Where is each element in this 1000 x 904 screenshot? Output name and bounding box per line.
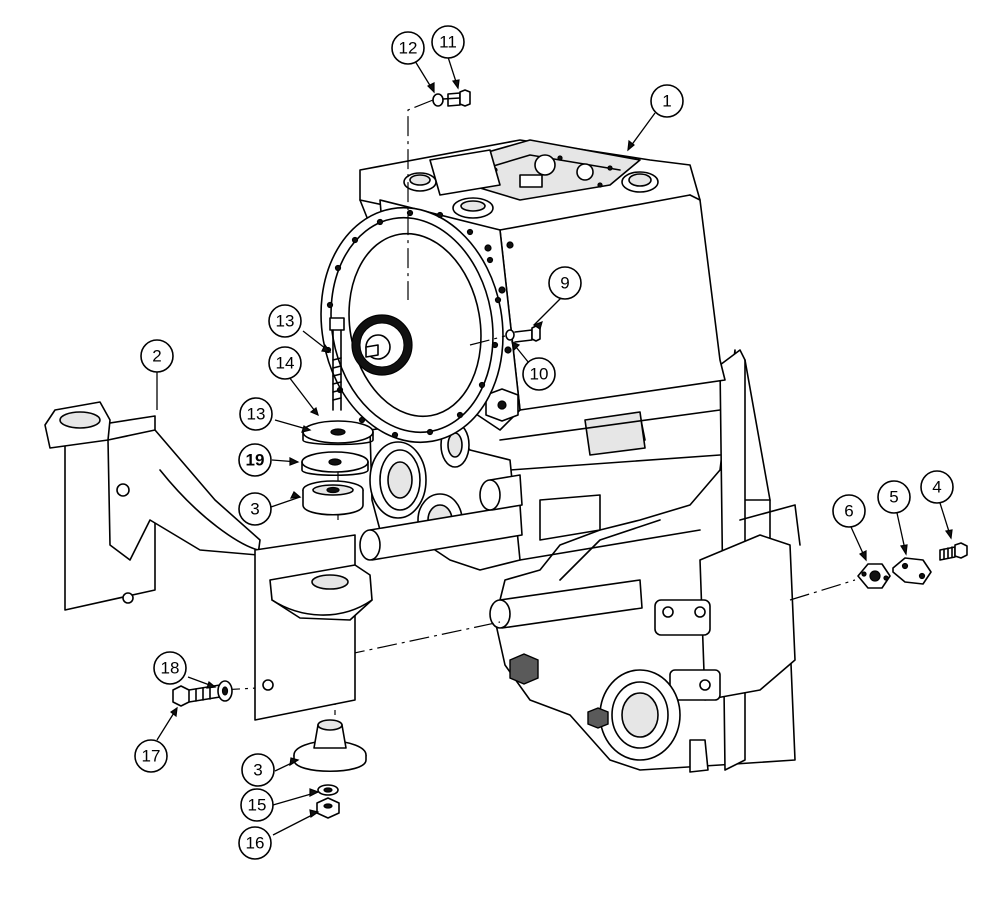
bolt-and-washer-11-12 <box>432 89 471 107</box>
callout-19: 19 <box>238 443 272 477</box>
svg-text:5: 5 <box>889 488 898 507</box>
front-lower-casting <box>359 419 661 629</box>
bolt-and-washer-17-18 <box>172 680 233 707</box>
callout-13-upper: 13 <box>268 304 302 338</box>
svg-text:10: 10 <box>530 365 549 384</box>
svg-text:12: 12 <box>399 39 418 58</box>
callouts: 1 2 3 3 4 5 6 9 <box>134 25 954 860</box>
callout-18: 18 <box>153 651 187 685</box>
svg-text:11: 11 <box>439 33 457 52</box>
callout-1: 1 <box>650 84 684 118</box>
svg-text:13: 13 <box>247 405 266 424</box>
svg-text:16: 16 <box>246 834 265 853</box>
callout-15: 15 <box>240 788 274 822</box>
svg-text:15: 15 <box>248 796 267 815</box>
svg-text:19: 19 <box>246 451 265 470</box>
callout-14: 14 <box>268 346 302 380</box>
cover-plate-group-4-5-6 <box>857 542 968 589</box>
svg-text:17: 17 <box>142 747 161 766</box>
callout-5: 5 <box>877 480 911 514</box>
mount-stack-upper <box>301 317 374 516</box>
svg-text:3: 3 <box>250 500 259 519</box>
callout-13-lower: 13 <box>239 397 273 431</box>
svg-text:2: 2 <box>152 347 161 366</box>
callout-9: 9 <box>548 266 582 300</box>
mount-stack-lower <box>293 719 367 819</box>
flywheel-flange <box>320 206 504 444</box>
callout-12: 12 <box>391 31 425 65</box>
callout-2: 2 <box>140 339 174 373</box>
svg-text:1: 1 <box>662 92 671 111</box>
callout-10: 10 <box>522 357 556 391</box>
callout-6: 6 <box>832 494 866 528</box>
callout-11: 11 <box>431 25 465 59</box>
callout-3-upper: 3 <box>238 492 272 526</box>
svg-text:18: 18 <box>161 659 180 678</box>
svg-text:3: 3 <box>253 761 262 780</box>
mounting-bracket <box>44 401 373 721</box>
svg-text:9: 9 <box>560 274 569 293</box>
svg-text:4: 4 <box>932 478 941 497</box>
callout-17: 17 <box>134 739 168 773</box>
callout-3-lower: 3 <box>241 753 275 787</box>
svg-text:13: 13 <box>276 312 295 331</box>
svg-text:6: 6 <box>844 502 853 521</box>
callout-16: 16 <box>238 826 272 860</box>
callout-4: 4 <box>920 470 954 504</box>
svg-text:14: 14 <box>276 354 295 373</box>
